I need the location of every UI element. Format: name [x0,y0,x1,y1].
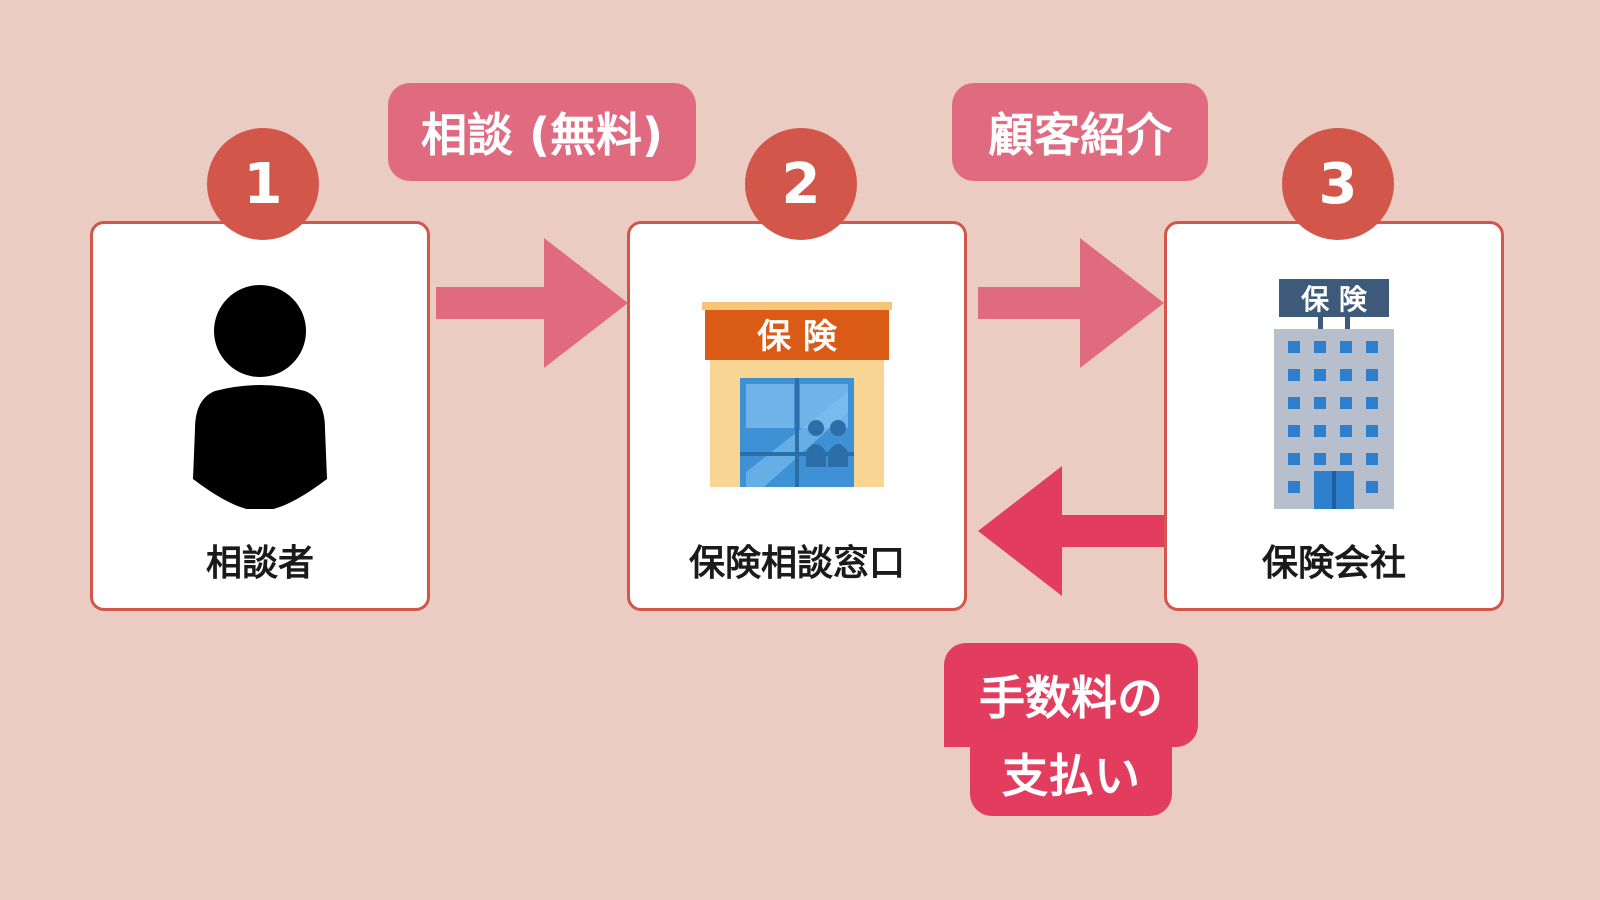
shop-icon-wrap: 保 険 [630,274,964,514]
arrow-referral [978,238,1164,368]
card-insurance-company: 保 険 保険会社 [1164,221,1504,611]
arrow-commission [978,466,1164,596]
step-badge-2: 2 [745,128,857,240]
building-icon-wrap: 保 険 [1167,274,1501,514]
person-icon [193,285,327,509]
label-consult-free: 相談 (無料) [388,83,696,181]
label-commission-line1: 手数料の [944,643,1198,747]
label-commission-line2: 支払い [970,730,1172,816]
card-label-insurance-shop: 保険相談窓口 [688,543,905,584]
card-label-insurance-company: 保険会社 [1261,543,1406,584]
card-label-consultant: 相談者 [205,543,314,584]
card-consultant: 相談者 [90,221,430,611]
step-badge-3: 3 [1282,128,1394,240]
label-customer-referral: 顧客紹介 [952,83,1208,181]
insurance-shop-icon: 保 険 [702,301,892,487]
step-badge-1: 1 [207,128,319,240]
office-building-icon: 保 険 [1274,279,1394,509]
person-icon-wrap [93,274,427,514]
arrow-consult [436,238,628,368]
card-insurance-shop: 保 険 保険相談窓口 [627,221,967,611]
building-sign-text: 保 険 [1301,283,1368,316]
shop-sign-text: 保 険 [757,317,838,357]
